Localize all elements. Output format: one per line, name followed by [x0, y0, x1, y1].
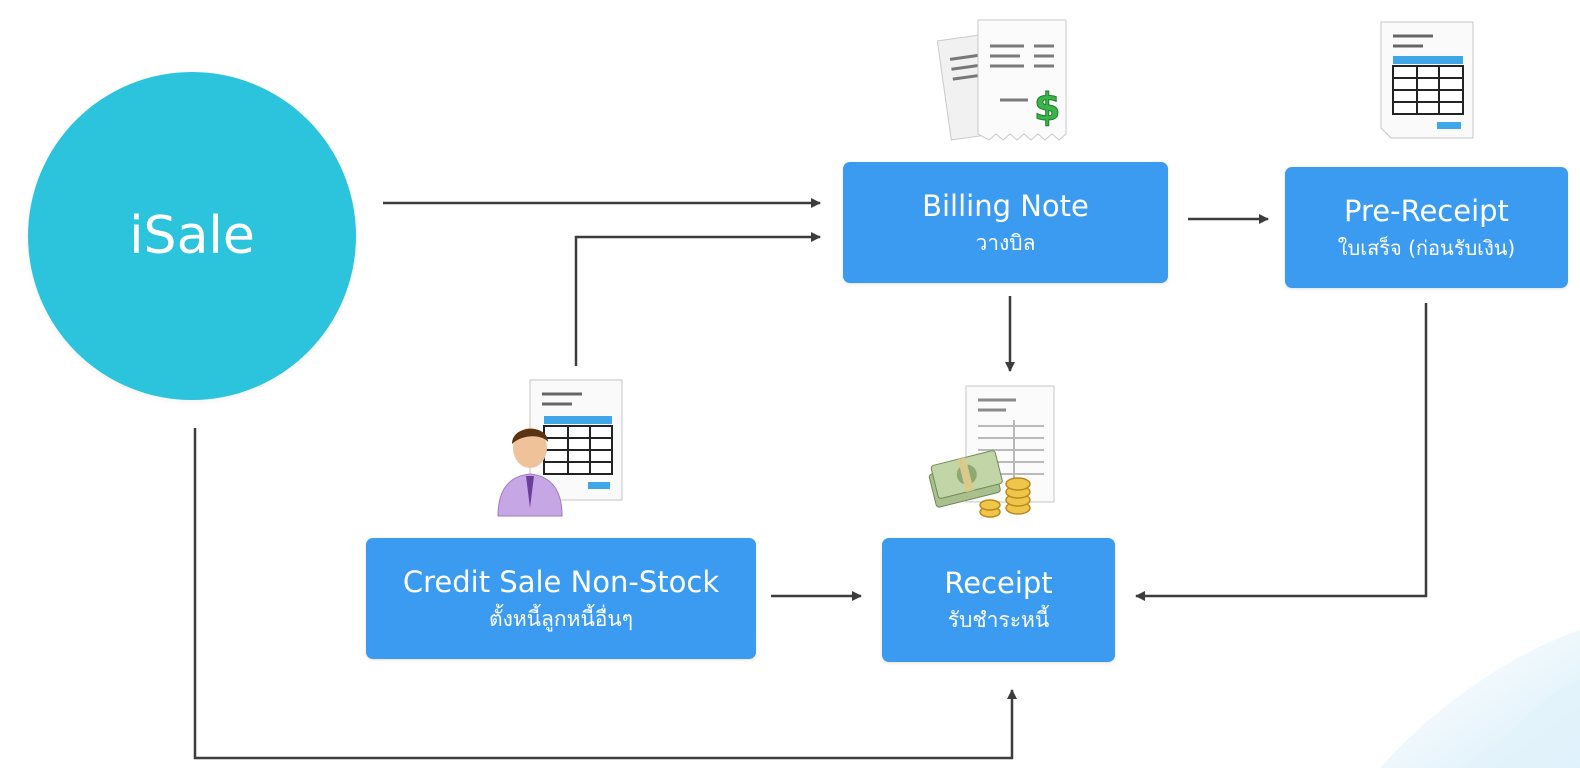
isale-node: iSale [28, 72, 356, 400]
invoice-dollar-icon: $ [936, 19, 1067, 141]
money-document-icon [928, 385, 1055, 518]
spreadsheet-document-icon [1380, 21, 1474, 139]
isale-label: iSale [129, 206, 255, 266]
edge-creditsale-to-billing [574, 232, 821, 366]
credit-sale-node: Credit Sale Non-Stock ตั้งหนี้ลูกหนี้อื่… [366, 538, 756, 659]
pre-receipt-title: Pre-Receipt [1344, 193, 1509, 228]
svg-text:$: $ [1034, 85, 1060, 129]
billing-note-subtitle: วางบิล [975, 230, 1036, 255]
receipt-node: Receipt รับชำระหนี้ [882, 538, 1115, 662]
billing-note-node: Billing Note วางบิล [843, 162, 1168, 283]
billing-note-title: Billing Note [922, 188, 1089, 223]
credit-sale-subtitle: ตั้งหนี้ลูกหนี้อื่นๆ [488, 606, 634, 631]
edge-isale-to-receipt [193, 428, 1017, 760]
pre-receipt-subtitle: ใบเสร็จ (ก่อนรับเงิน) [1337, 235, 1516, 260]
edge-prereceipt-to-receipt [1135, 303, 1428, 601]
businessman-document-icon [497, 379, 623, 517]
receipt-title: Receipt [944, 566, 1053, 600]
pre-receipt-node: Pre-Receipt ใบเสร็จ (ก่อนรับเงิน) [1285, 167, 1568, 288]
receipt-subtitle: รับชำระหนี้ [947, 608, 1050, 632]
credit-sale-title: Credit Sale Non-Stock [402, 564, 720, 599]
